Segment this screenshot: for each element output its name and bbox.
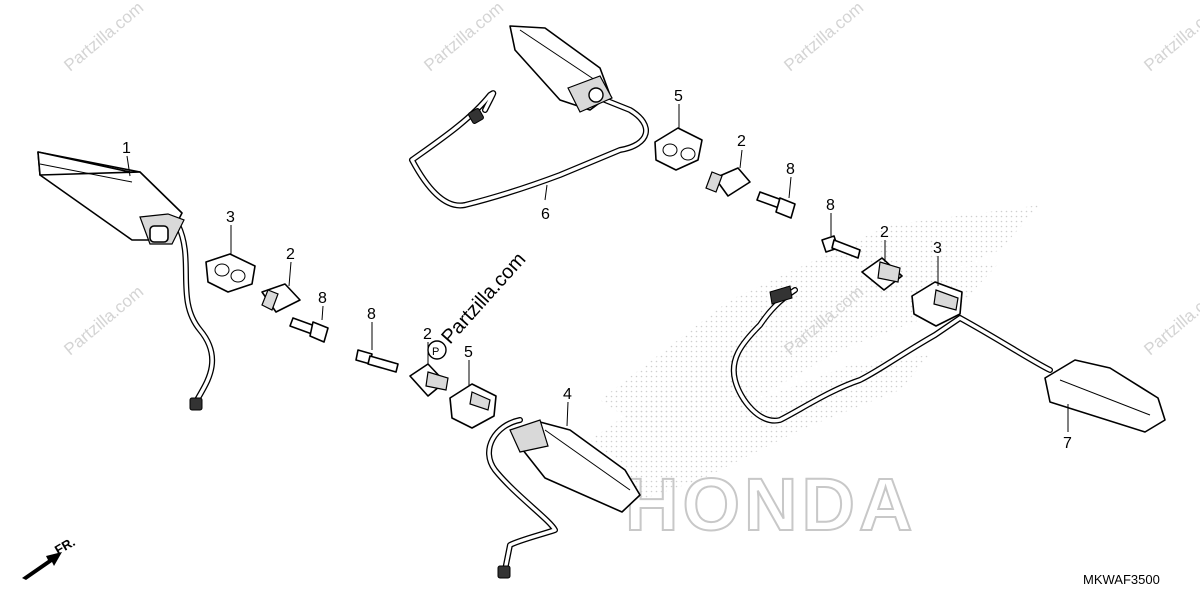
drawing-code: MKWAF3500 (1083, 572, 1160, 587)
svg-text:P: P (432, 346, 439, 358)
corner-watermarks: Partzilla.com Partzilla.com Partzilla.co… (60, 0, 1200, 359)
collar-2-center (409, 363, 449, 397)
winker-7 (730, 285, 1166, 433)
callout-7: 7 (1063, 435, 1072, 452)
callout-8-top: 8 (786, 161, 795, 178)
winker-6 (409, 25, 649, 209)
callout-4: 4 (563, 386, 572, 403)
callout-2-right: 2 (880, 224, 889, 241)
grommet-3-right (911, 281, 963, 327)
center-watermark: P Partzilla.com (427, 249, 530, 360)
callout-3-right: 3 (933, 240, 942, 257)
callout-8-center: 8 (367, 306, 376, 323)
watermark-5: Partzilla.com (60, 282, 147, 359)
grommet-5-center (449, 383, 497, 429)
collar-2-right (861, 257, 903, 291)
winker-4 (486, 417, 641, 579)
bolt-8-right (821, 235, 861, 259)
callout-3-left: 3 (226, 209, 235, 226)
callout-2-center: 2 (423, 326, 432, 343)
callout-2-top: 2 (737, 133, 746, 150)
bolt-8-left (289, 317, 329, 343)
callout-8-left: 8 (318, 290, 327, 307)
grommet-5-top (654, 127, 703, 171)
honda-brand-watermark: HONDA (625, 463, 916, 546)
honda-wing-watermark (590, 205, 1040, 500)
watermark-1: Partzilla.com (60, 0, 147, 75)
watermark-3: Partzilla.com (780, 0, 867, 75)
leader-lines (126, 104, 1069, 432)
callout-1: 1 (122, 140, 131, 157)
callout-2-left: 2 (286, 246, 295, 263)
winker-1 (37, 151, 216, 411)
watermark-4: Partzilla.com (1140, 0, 1200, 75)
callout-5-top: 5 (674, 88, 683, 105)
partzilla-watermark: Partzilla.com (437, 249, 530, 349)
callout-5-center: 5 (464, 344, 473, 361)
bolt-8-top (756, 191, 796, 219)
collar-2-top (705, 167, 751, 197)
callout-8-right: 8 (826, 197, 835, 214)
watermark-7: Partzilla.com (1140, 282, 1200, 359)
watermark-2: Partzilla.com (420, 0, 507, 75)
grommet-3-left (205, 253, 256, 293)
front-direction-arrow: FR. (22, 534, 78, 580)
bolt-8-center (355, 349, 399, 373)
collar-2-left (261, 283, 301, 313)
callouts: 1 3 2 8 5 2 8 6 8 2 5 4 8 2 3 7 (122, 88, 1072, 452)
callout-6: 6 (541, 206, 550, 223)
